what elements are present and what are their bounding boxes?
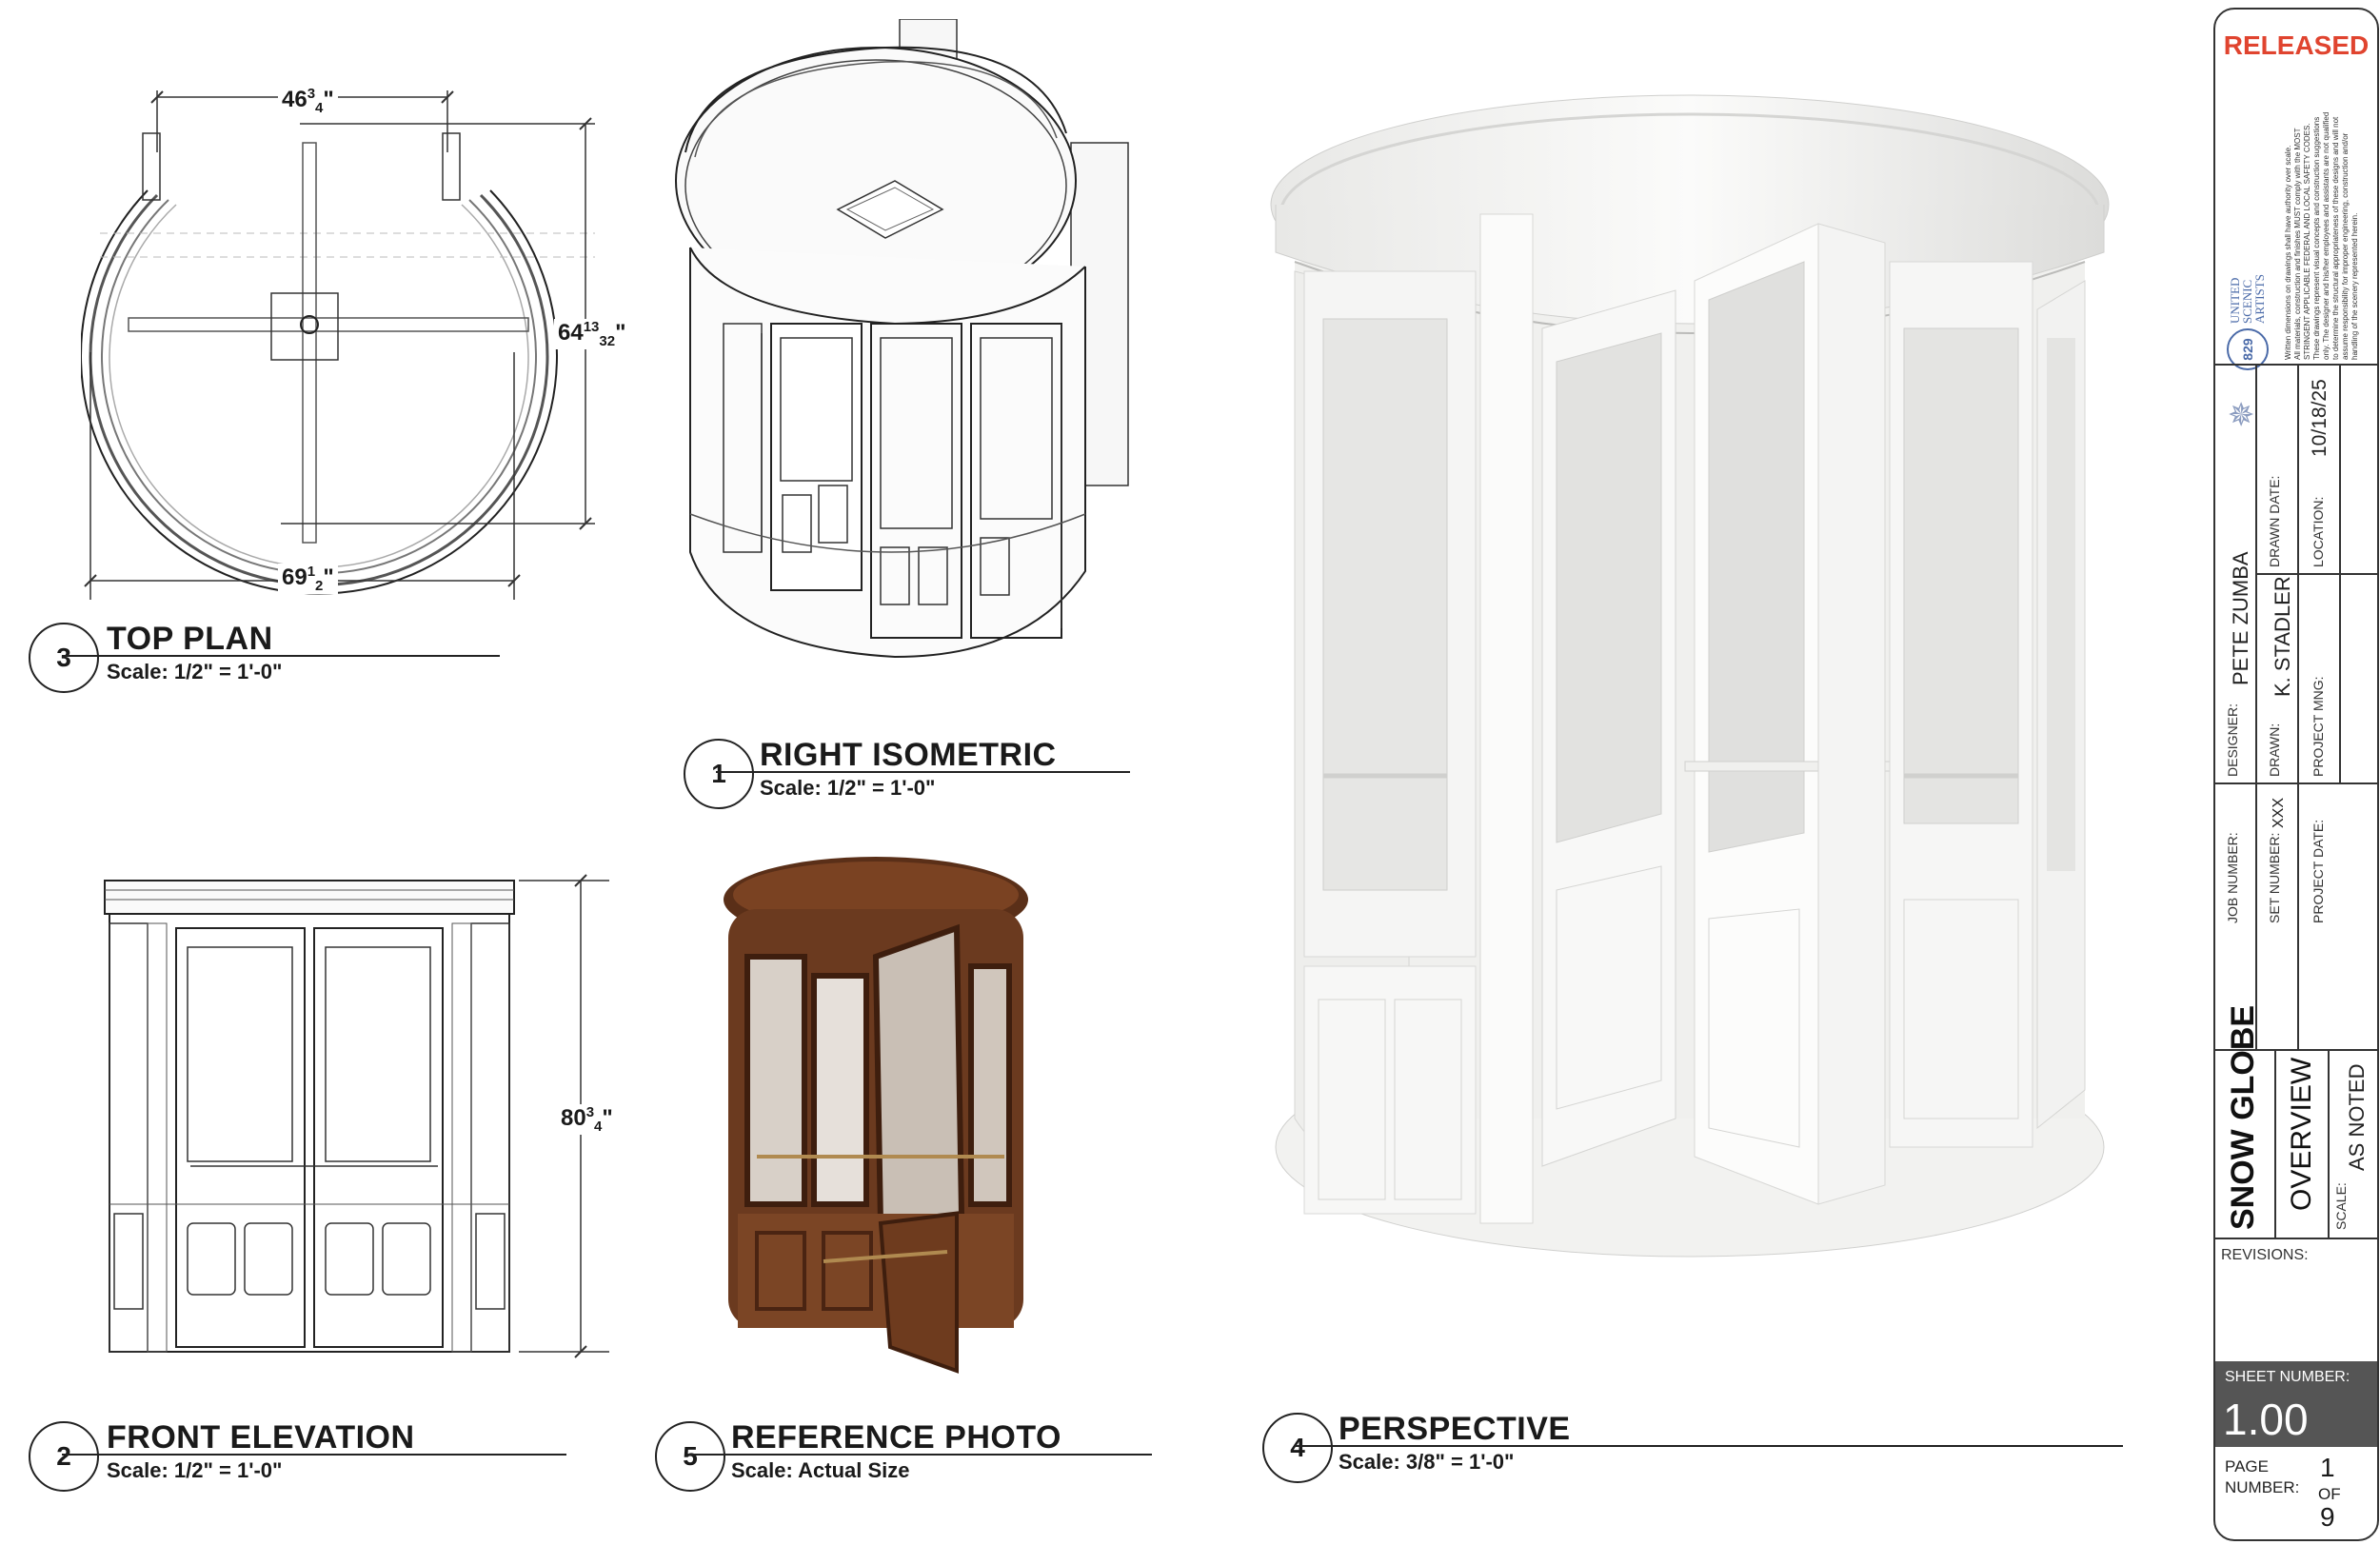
project-mng-label: PROJECT MNG: <box>2311 676 2326 777</box>
view-title-top-plan: TOP PLAN <box>107 621 273 657</box>
status-released: RELEASED <box>2223 30 2370 60</box>
page-current: 1 <box>2320 1453 2335 1482</box>
drawn-date-value: 10/18/25 <box>2309 379 2330 457</box>
view-title-front-elevation: FRONT ELEVATION <box>107 1419 415 1456</box>
top-plan-drawing <box>81 67 614 600</box>
drawn-value: K. STADLER <box>2271 576 2294 697</box>
view-scale-top-plan: Scale: 1/2" = 1'-0" <box>107 660 283 683</box>
sheet-number-label: SHEET NUMBER: <box>2225 1369 2350 1385</box>
dimension-overall-width: 6912" <box>278 564 338 594</box>
view-underline-perspective <box>1295 1445 2123 1447</box>
sheet-title: OVERVIEW <box>2286 1057 2317 1211</box>
view-scale-reference-photo: Scale: Actual Size <box>731 1458 910 1482</box>
drawn-date-label: DRAWN DATE: <box>2267 475 2282 567</box>
view-underline-top-plan <box>62 655 500 657</box>
logo-text-artists: ARTISTS <box>2252 274 2267 324</box>
view-title-right-isometric: RIGHT ISOMETRIC <box>760 737 1057 773</box>
view-underline-front-elevation <box>62 1454 566 1456</box>
page-total: 9 <box>2320 1502 2335 1532</box>
view-number-front-elevation: 2 <box>29 1421 99 1492</box>
dimension-height: 8034" <box>557 1104 617 1135</box>
set-number-label: SET NUMBER: <box>2267 832 2282 923</box>
dimension-depth: 641332" <box>554 319 630 349</box>
sheet-number-value: 1.00 <box>2223 1395 2309 1444</box>
revisions-label: REVISIONS: <box>2221 1247 2309 1263</box>
disclaimer-text: Written dimensions on drawings shall hav… <box>2284 111 2359 360</box>
sheet-number-box: SHEET NUMBER: 1.00 <box>2215 1361 2377 1447</box>
perspective-render <box>1266 90 2113 1271</box>
drawn-label: DRAWN: <box>2267 723 2282 777</box>
view-number-right-isometric: 1 <box>684 739 754 809</box>
page-of: OF <box>2318 1485 2341 1503</box>
scale-value: AS NOTED <box>2345 1063 2369 1171</box>
view-scale-front-elevation: Scale: 1/2" = 1'-0" <box>107 1458 283 1482</box>
reference-photo <box>700 852 1052 1385</box>
view-number-reference-photo: 5 <box>655 1421 725 1492</box>
page-number-label: PAGE NUMBER: <box>2225 1457 2300 1496</box>
view-underline-right-isometric <box>716 771 1130 773</box>
view-number-perspective: 4 <box>1262 1413 1333 1483</box>
job-number-label: JOB NUMBER: <box>2225 832 2240 923</box>
designer-label: DESIGNER: <box>2225 703 2240 777</box>
location-label: LOCATION: <box>2311 496 2326 567</box>
front-elevation-drawing <box>95 871 628 1366</box>
union-logo: 829 ✵ UNITED SCENIC ARTISTS <box>2219 252 2276 443</box>
project-name: SNOW GLOBE <box>2225 1004 2261 1230</box>
view-number-top-plan: 3 <box>29 623 99 693</box>
set-number-value: XXX <box>2271 797 2287 828</box>
project-date-label: PROJECT DATE: <box>2311 819 2326 923</box>
scale-label: SCALE: <box>2333 1182 2349 1230</box>
dimension-top-width: 4634" <box>278 86 338 116</box>
view-title-reference-photo: REFERENCE PHOTO <box>731 1419 1061 1456</box>
view-scale-perspective: Scale: 3/8" = 1'-0" <box>1339 1450 1515 1474</box>
right-isometric-drawing <box>666 19 1142 676</box>
title-block: RELEASED 829 ✵ UNITED SCENIC ARTISTS Wri… <box>2213 8 2379 1541</box>
view-scale-right-isometric: Scale: 1/2" = 1'-0" <box>760 776 936 800</box>
view-underline-reference-photo <box>687 1454 1152 1456</box>
designer-value: PETE ZUMBA <box>2229 551 2252 685</box>
view-title-perspective: PERSPECTIVE <box>1339 1411 1571 1447</box>
